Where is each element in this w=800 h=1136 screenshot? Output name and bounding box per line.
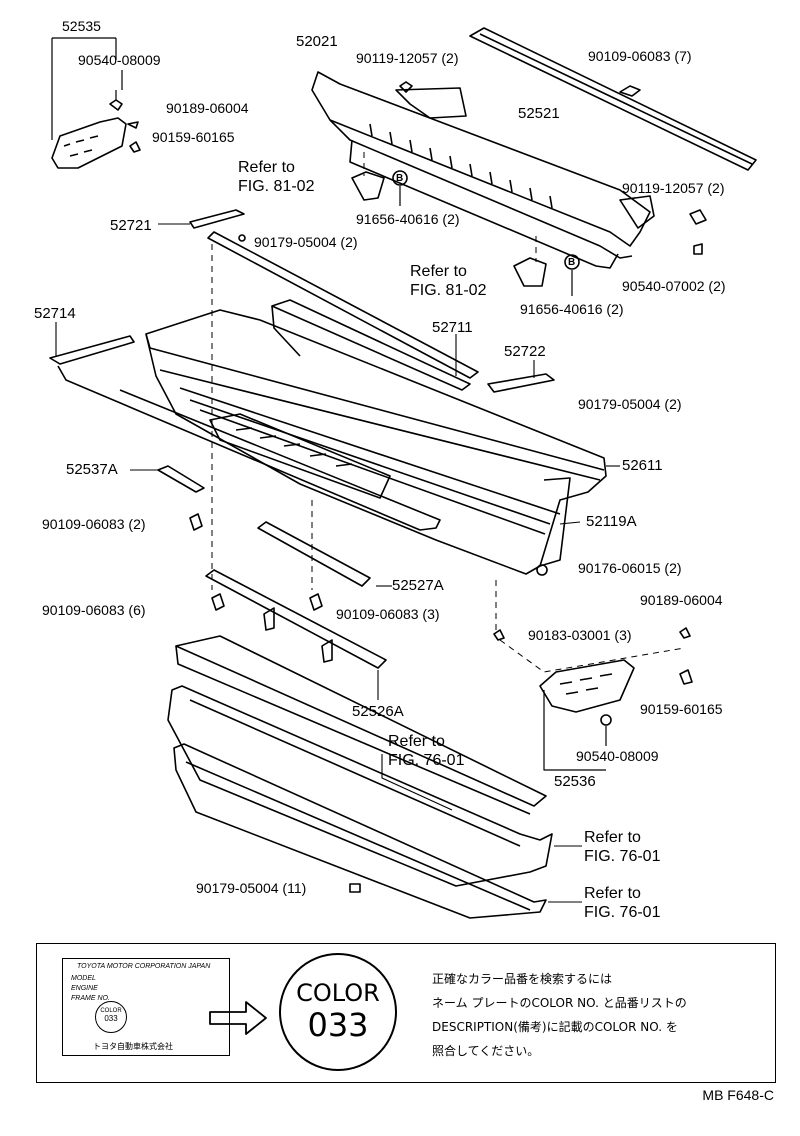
- part-label-52021: 52021: [296, 33, 338, 50]
- part-label-52521: 52521: [518, 105, 560, 122]
- part-label-90179-05004-11: 90179-05004 (11): [196, 880, 307, 896]
- part-label-90189-06004-b: 90189-06004: [640, 592, 723, 608]
- strip-52537A: [157, 465, 205, 493]
- part-label-52119A: 52119A: [586, 513, 637, 530]
- bracket-52526A: [205, 569, 387, 669]
- plate-company: トヨタ自動車株式会社: [93, 1042, 173, 1051]
- part-label-90109-06083-3: 90109-06083 (3): [336, 606, 440, 622]
- part-label-90119-12057-a: 90119-12057 (2): [356, 50, 459, 66]
- part-label-90540-07002: 90540-07002 (2): [622, 278, 726, 294]
- color-info-panel: [36, 943, 776, 1083]
- plate-color-circle: COLOR 033: [95, 1001, 127, 1033]
- part-label-90179-05004-a: 90179-05004 (2): [254, 234, 358, 250]
- drawing-code: MB F648-C: [702, 1087, 774, 1103]
- arrow-icon: [209, 1001, 267, 1035]
- plate-engine: ENGINE: [71, 985, 98, 992]
- part-label-90119-12057-b: 90119-12057 (2): [622, 180, 725, 196]
- part-label-90540-08009-b: 90540-08009: [576, 748, 659, 764]
- marker-b-2: B: [568, 257, 576, 268]
- name-plate: TOYOTA MOTOR CORPORATION JAPAN MODEL ENG…: [62, 958, 230, 1056]
- part-label-91656-40616-a: 91656-40616 (2): [356, 211, 460, 227]
- bracket-52535: [51, 99, 141, 169]
- part-label-90183-03001: 90183-03001 (3): [528, 627, 632, 643]
- part-label-52537A: 52537A: [66, 461, 118, 478]
- moulding-52722: [487, 373, 555, 393]
- color-word: COLOR: [296, 979, 380, 1007]
- part-label-90159-60165-b: 90159-60165: [640, 701, 723, 717]
- part-label-52711: 52711: [432, 319, 473, 336]
- dashed-guides: [211, 152, 685, 673]
- part-label-52722: 52722: [504, 343, 546, 360]
- moulding-52711: [271, 299, 471, 391]
- plate-model: MODEL: [71, 975, 96, 982]
- small-fasteners-top: [399, 81, 707, 255]
- bracket-52536: [493, 627, 693, 726]
- bolt-90109-06083-6: [211, 593, 225, 611]
- marker-b-1: B: [396, 173, 404, 184]
- strip-52521: [469, 27, 757, 171]
- part-label-52714: 52714: [34, 305, 76, 322]
- part-label-90109-06083-2: 90109-06083 (2): [42, 516, 146, 532]
- part-label-90109-06083-6: 90109-06083 (6): [42, 602, 146, 618]
- color-lookup-note: 正確なカラー品番を検索するには ネーム プレートのCOLOR NO. と品番リス…: [432, 972, 687, 1058]
- bumper-cover: [145, 309, 607, 575]
- bolt-90109-06083-7: [619, 85, 641, 97]
- part-label-52526A: 52526A: [352, 703, 404, 720]
- clip-90176-06015: [536, 564, 548, 576]
- lower-bumper-parts: [167, 635, 553, 919]
- strip-52527A: [257, 521, 371, 587]
- color-number: 033: [307, 1006, 369, 1044]
- part-label-90540-08009: 90540-08009: [78, 52, 161, 68]
- reinforcement-52021: [311, 71, 655, 269]
- brackets-81-02: [351, 170, 580, 296]
- plate-maker: TOYOTA MOTOR CORPORATION JAPAN: [77, 963, 211, 970]
- leader-lines: [51, 37, 123, 140]
- part-label-52536: 52536: [554, 773, 596, 790]
- plate-frame: FRAME NO.: [71, 995, 110, 1002]
- part-label-52721: 52721: [110, 217, 152, 234]
- part-label-90179-05004-b: 90179-05004 (2): [578, 396, 682, 412]
- bolt-90109-06083-3: [309, 593, 323, 611]
- moulding-52721: [189, 209, 479, 379]
- part-label-90159-60165: 90159-60165: [152, 129, 235, 145]
- clip-90179-05004-11: [349, 883, 361, 893]
- part-label-52611: 52611: [622, 457, 663, 474]
- part-label-90189-06004: 90189-06004: [166, 100, 249, 116]
- part-label-52527A: 52527A: [392, 577, 444, 594]
- bolt-90109-06083-2: [189, 513, 203, 531]
- color-code-circle: COLOR 033: [279, 953, 397, 1071]
- leader-lines-2: [543, 690, 607, 771]
- label-leaders: [55, 223, 620, 903]
- part-label-52535: 52535: [62, 18, 101, 34]
- part-label-91656-40616-b: 91656-40616 (2): [520, 301, 624, 317]
- moulding-52714: [49, 335, 441, 531]
- part-label-90109-06083-7: 90109-06083 (7): [588, 48, 692, 64]
- part-label-90176-06015: 90176-06015 (2): [578, 560, 682, 576]
